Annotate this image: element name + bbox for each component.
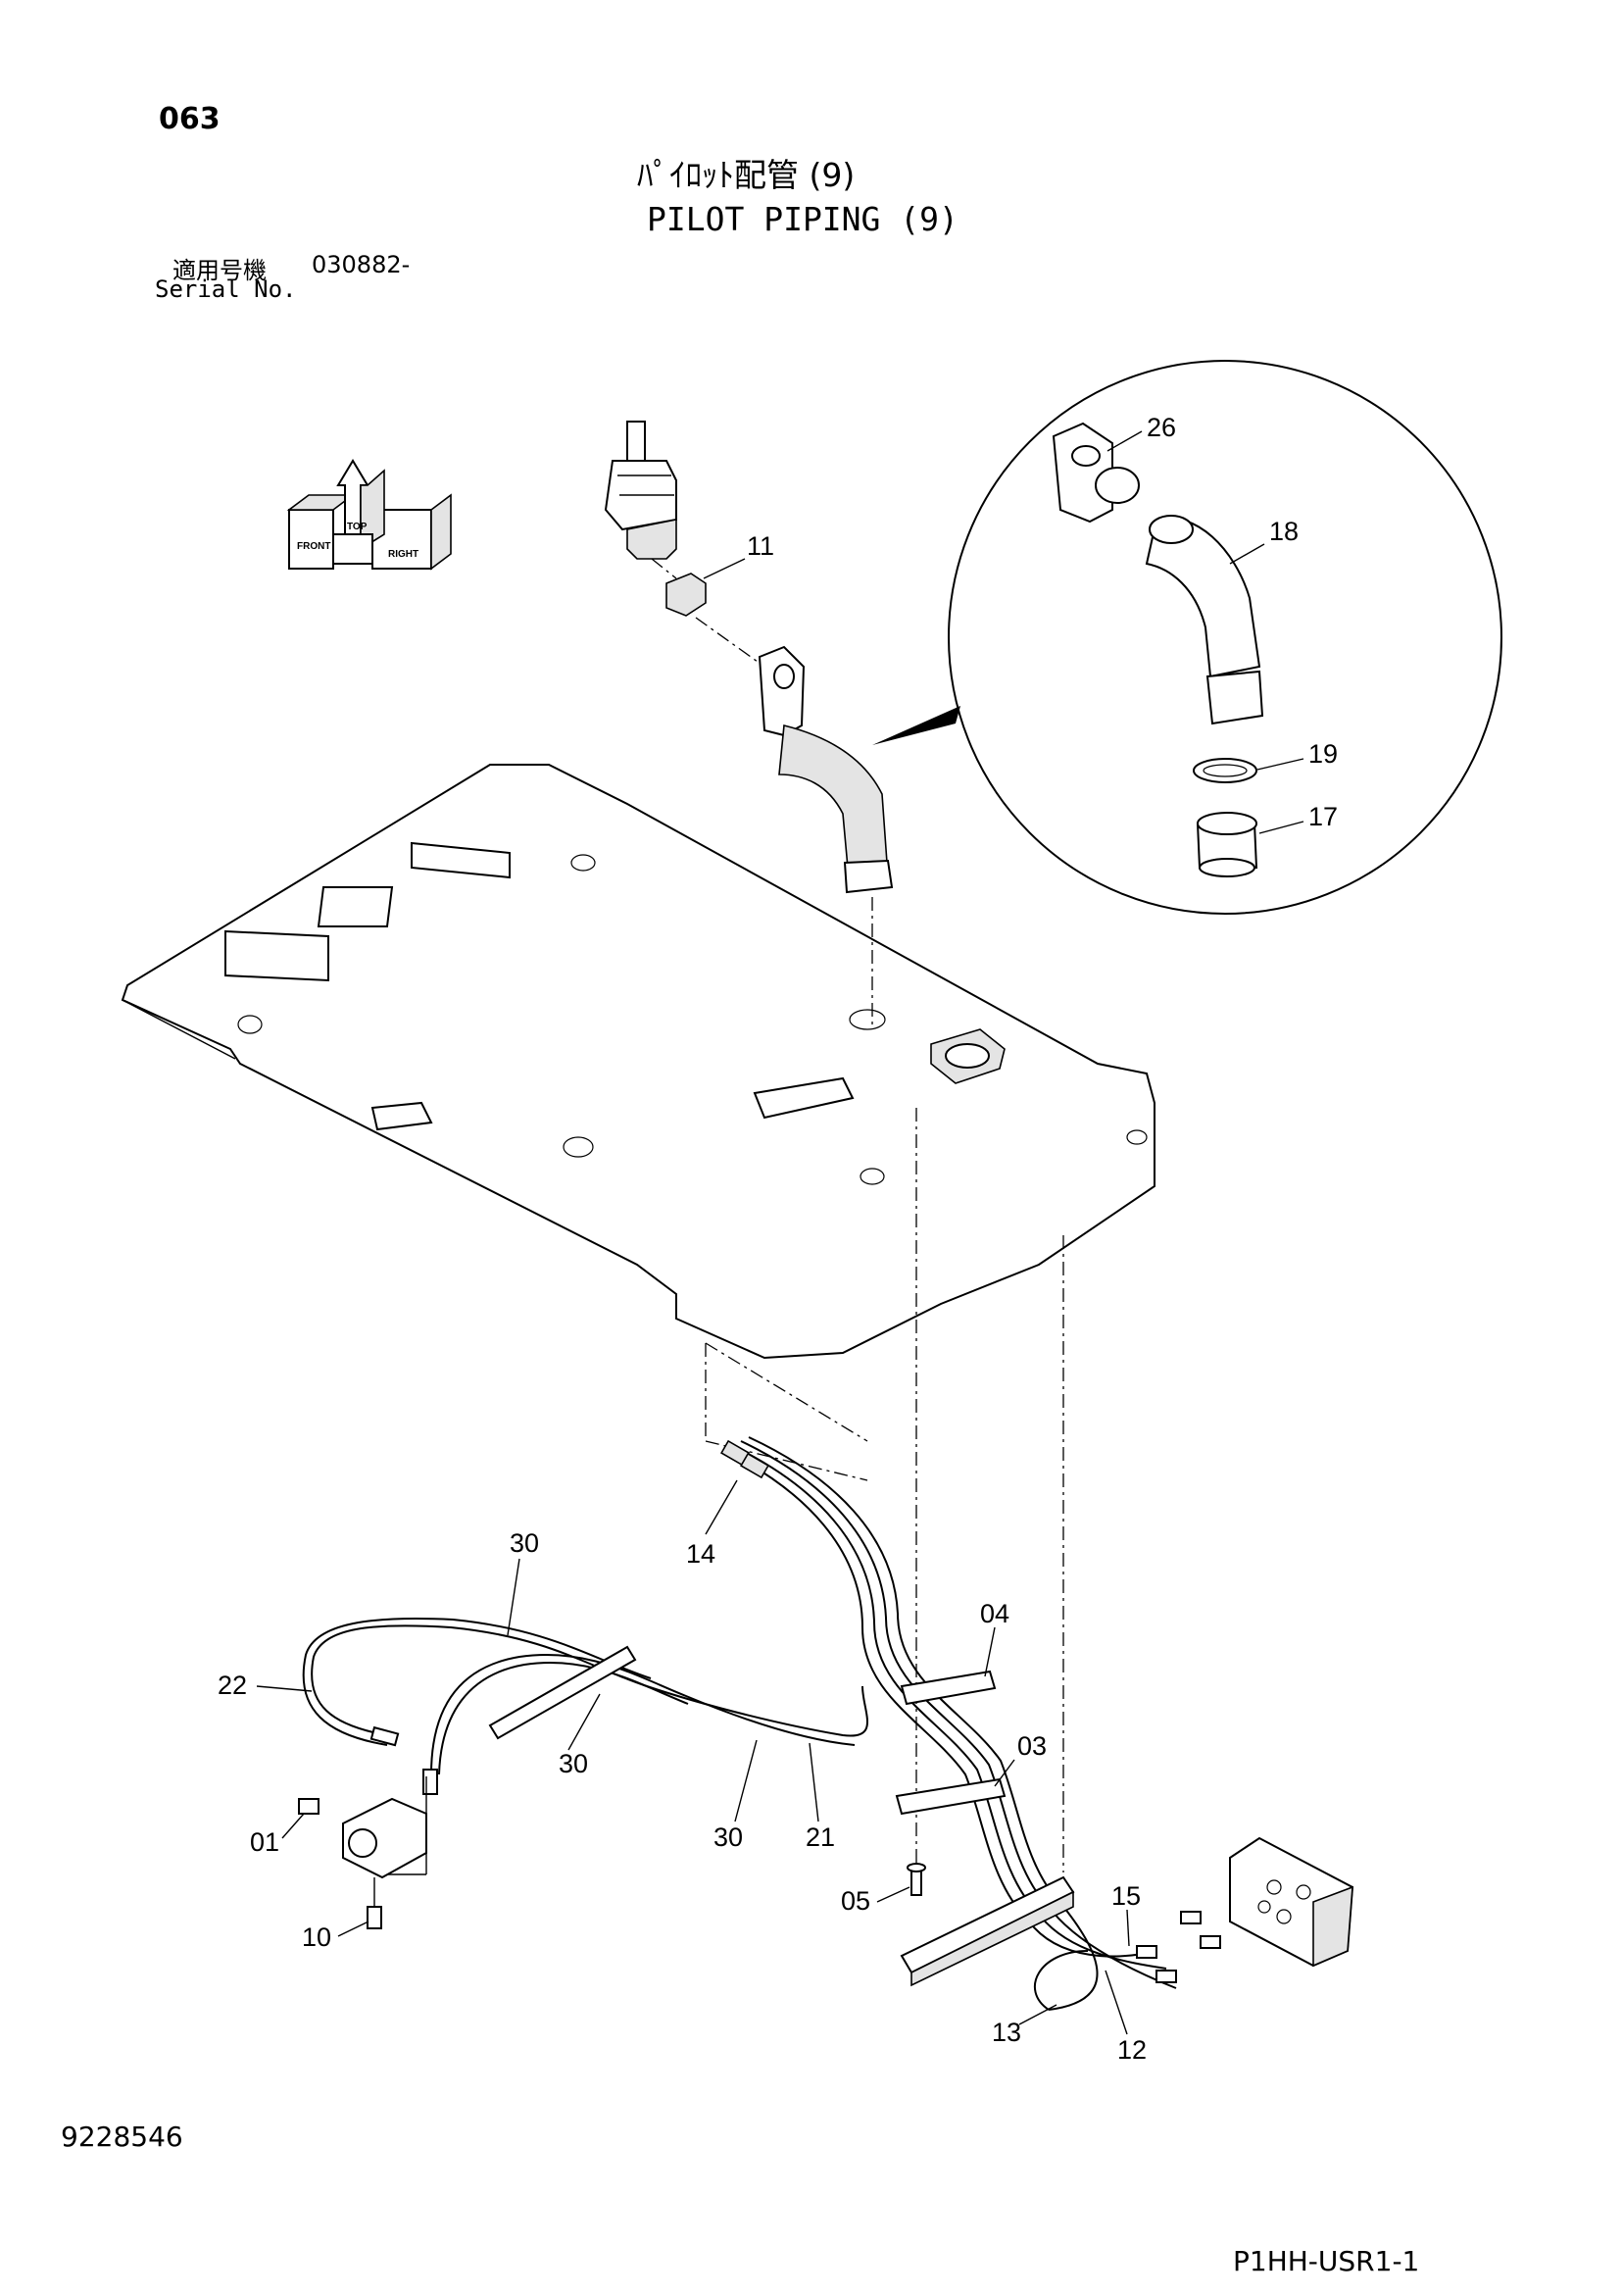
rail-bar: [900, 1875, 1075, 1987]
serial-value: 030882-: [312, 251, 411, 278]
callout-30-low: 30: [713, 1822, 743, 1852]
drawing-number: 9228546: [61, 2121, 183, 2153]
bracket-04: [900, 1670, 997, 1706]
clamp-bar-30: [488, 1645, 637, 1740]
title-english: PILOT PIPING (9): [647, 200, 958, 238]
callout-26: 26: [1147, 413, 1176, 442]
grommet-part-11: [665, 573, 707, 617]
callout-19: 19: [1308, 739, 1338, 769]
callout-03: 03: [1017, 1731, 1047, 1761]
hose-bundle: [302, 1436, 1177, 2011]
callout-10: 10: [302, 1922, 331, 1952]
callouts: 26 18 11 19 17 30 14 04 22 30 03 01 30 2…: [218, 413, 1338, 2065]
floor-plate: [121, 764, 1155, 1360]
callout-12: 12: [1117, 2035, 1147, 2065]
callout-17: 17: [1308, 802, 1338, 831]
valve-block: [1136, 1836, 1354, 1983]
callout-22: 22: [218, 1671, 247, 1700]
connector-group-14: [720, 1439, 769, 1479]
callout-18: 18: [1269, 517, 1299, 546]
svg-text:RIGHT: RIGHT: [388, 549, 418, 560]
callout-30-top: 30: [510, 1528, 539, 1558]
callout-13: 13: [992, 2018, 1021, 2047]
svg-text:FRONT: FRONT: [297, 541, 330, 552]
callout-14: 14: [686, 1539, 715, 1569]
boot-assembly: [758, 645, 894, 894]
callout-11: 11: [747, 531, 774, 561]
callout-21: 21: [806, 1822, 835, 1852]
pilot-valve-part: [604, 421, 677, 560]
serial-label-japanese: 適用号機: [172, 257, 267, 284]
bracket-03: [895, 1777, 1007, 1816]
orientation-indicator: FRONT RIGHT TOP: [286, 459, 452, 571]
callout-05: 05: [841, 1886, 870, 1916]
detail-pointer: [872, 706, 960, 745]
callout-15: 15: [1111, 1881, 1141, 1911]
sheet-code: P1HH-USR1-1: [1233, 2245, 1420, 2277]
bolt-05: [907, 1863, 926, 1896]
callout-01: 01: [250, 1827, 279, 1857]
svg-text:TOP: TOP: [347, 522, 368, 532]
callout-04: 04: [980, 1599, 1009, 1628]
detail-view-circle: [948, 360, 1502, 915]
shuttle-valve: [298, 1776, 427, 1929]
serial-label-english: Serial No.: [155, 275, 297, 303]
title-japanese: ﾊﾟｲﾛｯﾄ配管 (9): [637, 156, 856, 194]
callout-30-mid: 30: [559, 1749, 588, 1778]
page-number: 063: [159, 102, 221, 136]
